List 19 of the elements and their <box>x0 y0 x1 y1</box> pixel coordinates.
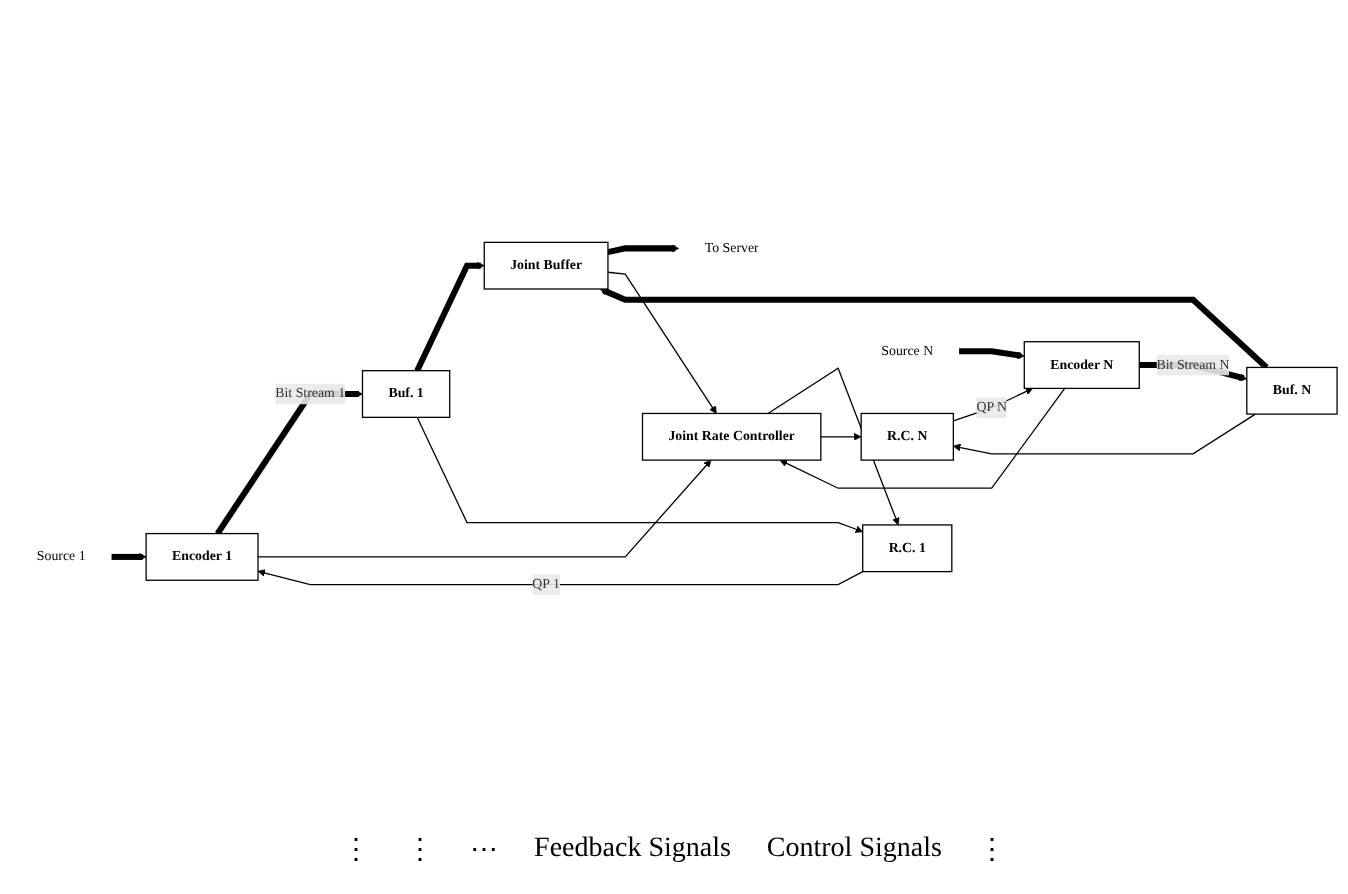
arrow <box>952 387 1033 422</box>
arrow <box>257 569 864 586</box>
arrow <box>953 413 1256 455</box>
arrow <box>414 261 485 372</box>
note-text: Control Signals <box>766 834 942 866</box>
arrow <box>820 433 862 441</box>
note-text: ⋯ <box>470 834 499 868</box>
arrow <box>607 271 717 414</box>
note-text: ⋮ <box>406 834 435 868</box>
arrow <box>416 416 864 533</box>
arrow <box>607 244 680 256</box>
arrow <box>599 287 1269 370</box>
arrow <box>257 459 712 558</box>
note-text: Feedback Signals <box>534 834 731 866</box>
arrow <box>111 553 147 561</box>
arrow <box>959 348 1025 359</box>
note-text: ⋮ <box>342 834 371 868</box>
note-text: ⋮ <box>977 834 1006 868</box>
arrow <box>779 387 1066 489</box>
